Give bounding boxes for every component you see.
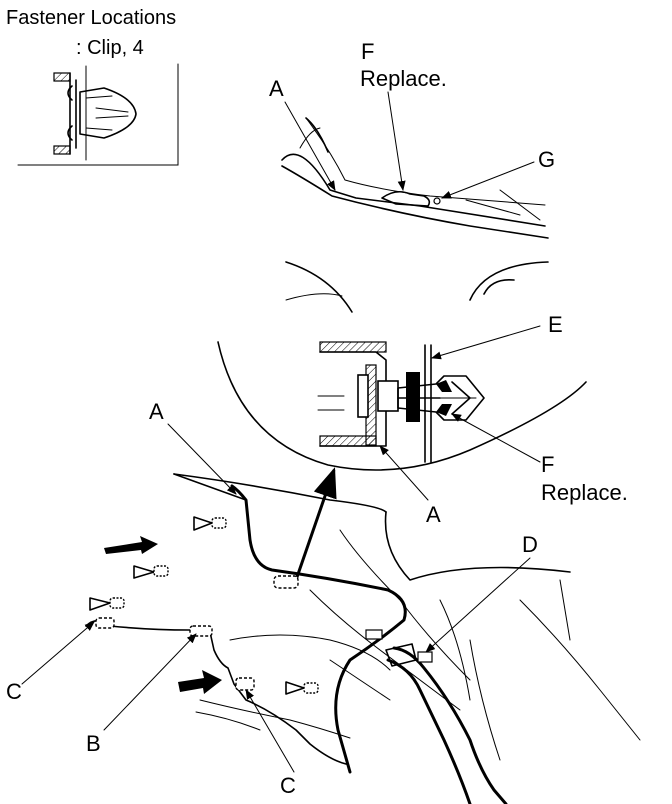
direction-arrow-lower: [178, 670, 222, 694]
leader-f-top: [387, 91, 406, 191]
legend-title: Fastener Locations: [6, 7, 176, 29]
label-b: B: [86, 731, 101, 756]
label-f-top-note: Replace.: [360, 66, 447, 91]
top-detail-view: A F Replace. G: [269, 39, 555, 313]
leader-g: [441, 161, 535, 199]
leader-b: [103, 633, 197, 731]
leader-d: [425, 557, 531, 653]
direction-arrow-upper: [104, 536, 158, 554]
label-a-left: A: [149, 399, 164, 424]
clip-markers: [89, 516, 433, 695]
label-d: D: [522, 532, 538, 557]
label-c-left: C: [6, 679, 22, 704]
legend-frame: [17, 63, 179, 166]
label-a-detail: A: [426, 502, 441, 527]
leader-a-detail: [379, 445, 429, 501]
leader-c-left: [21, 621, 95, 685]
label-f-detail: F: [541, 452, 554, 477]
legend-box: Fastener Locations : Clip, 4: [6, 7, 179, 166]
label-f-detail-note: Replace.: [541, 480, 628, 505]
label-a-top: A: [269, 76, 284, 101]
leader-a-left: [167, 423, 237, 495]
pillar-trim-view: A D C B C: [6, 399, 641, 804]
clip-icon: [53, 65, 137, 161]
legend-clip-label: : Clip, 4: [76, 37, 144, 59]
detail-pointer-arrow: [294, 467, 337, 581]
leader-e: [431, 325, 541, 360]
label-f-top: F: [361, 39, 374, 64]
leader-f-detail: [451, 413, 541, 463]
leader-c-bottom: [245, 689, 295, 773]
label-g: G: [538, 147, 555, 172]
label-e: E: [548, 312, 563, 337]
fastener-g: [433, 197, 441, 205]
cross-section-detail: E F Replace. A: [217, 312, 628, 527]
clip-f-top: [381, 190, 431, 207]
leader-a-top: [284, 101, 336, 191]
label-c-bottom: C: [280, 773, 296, 798]
